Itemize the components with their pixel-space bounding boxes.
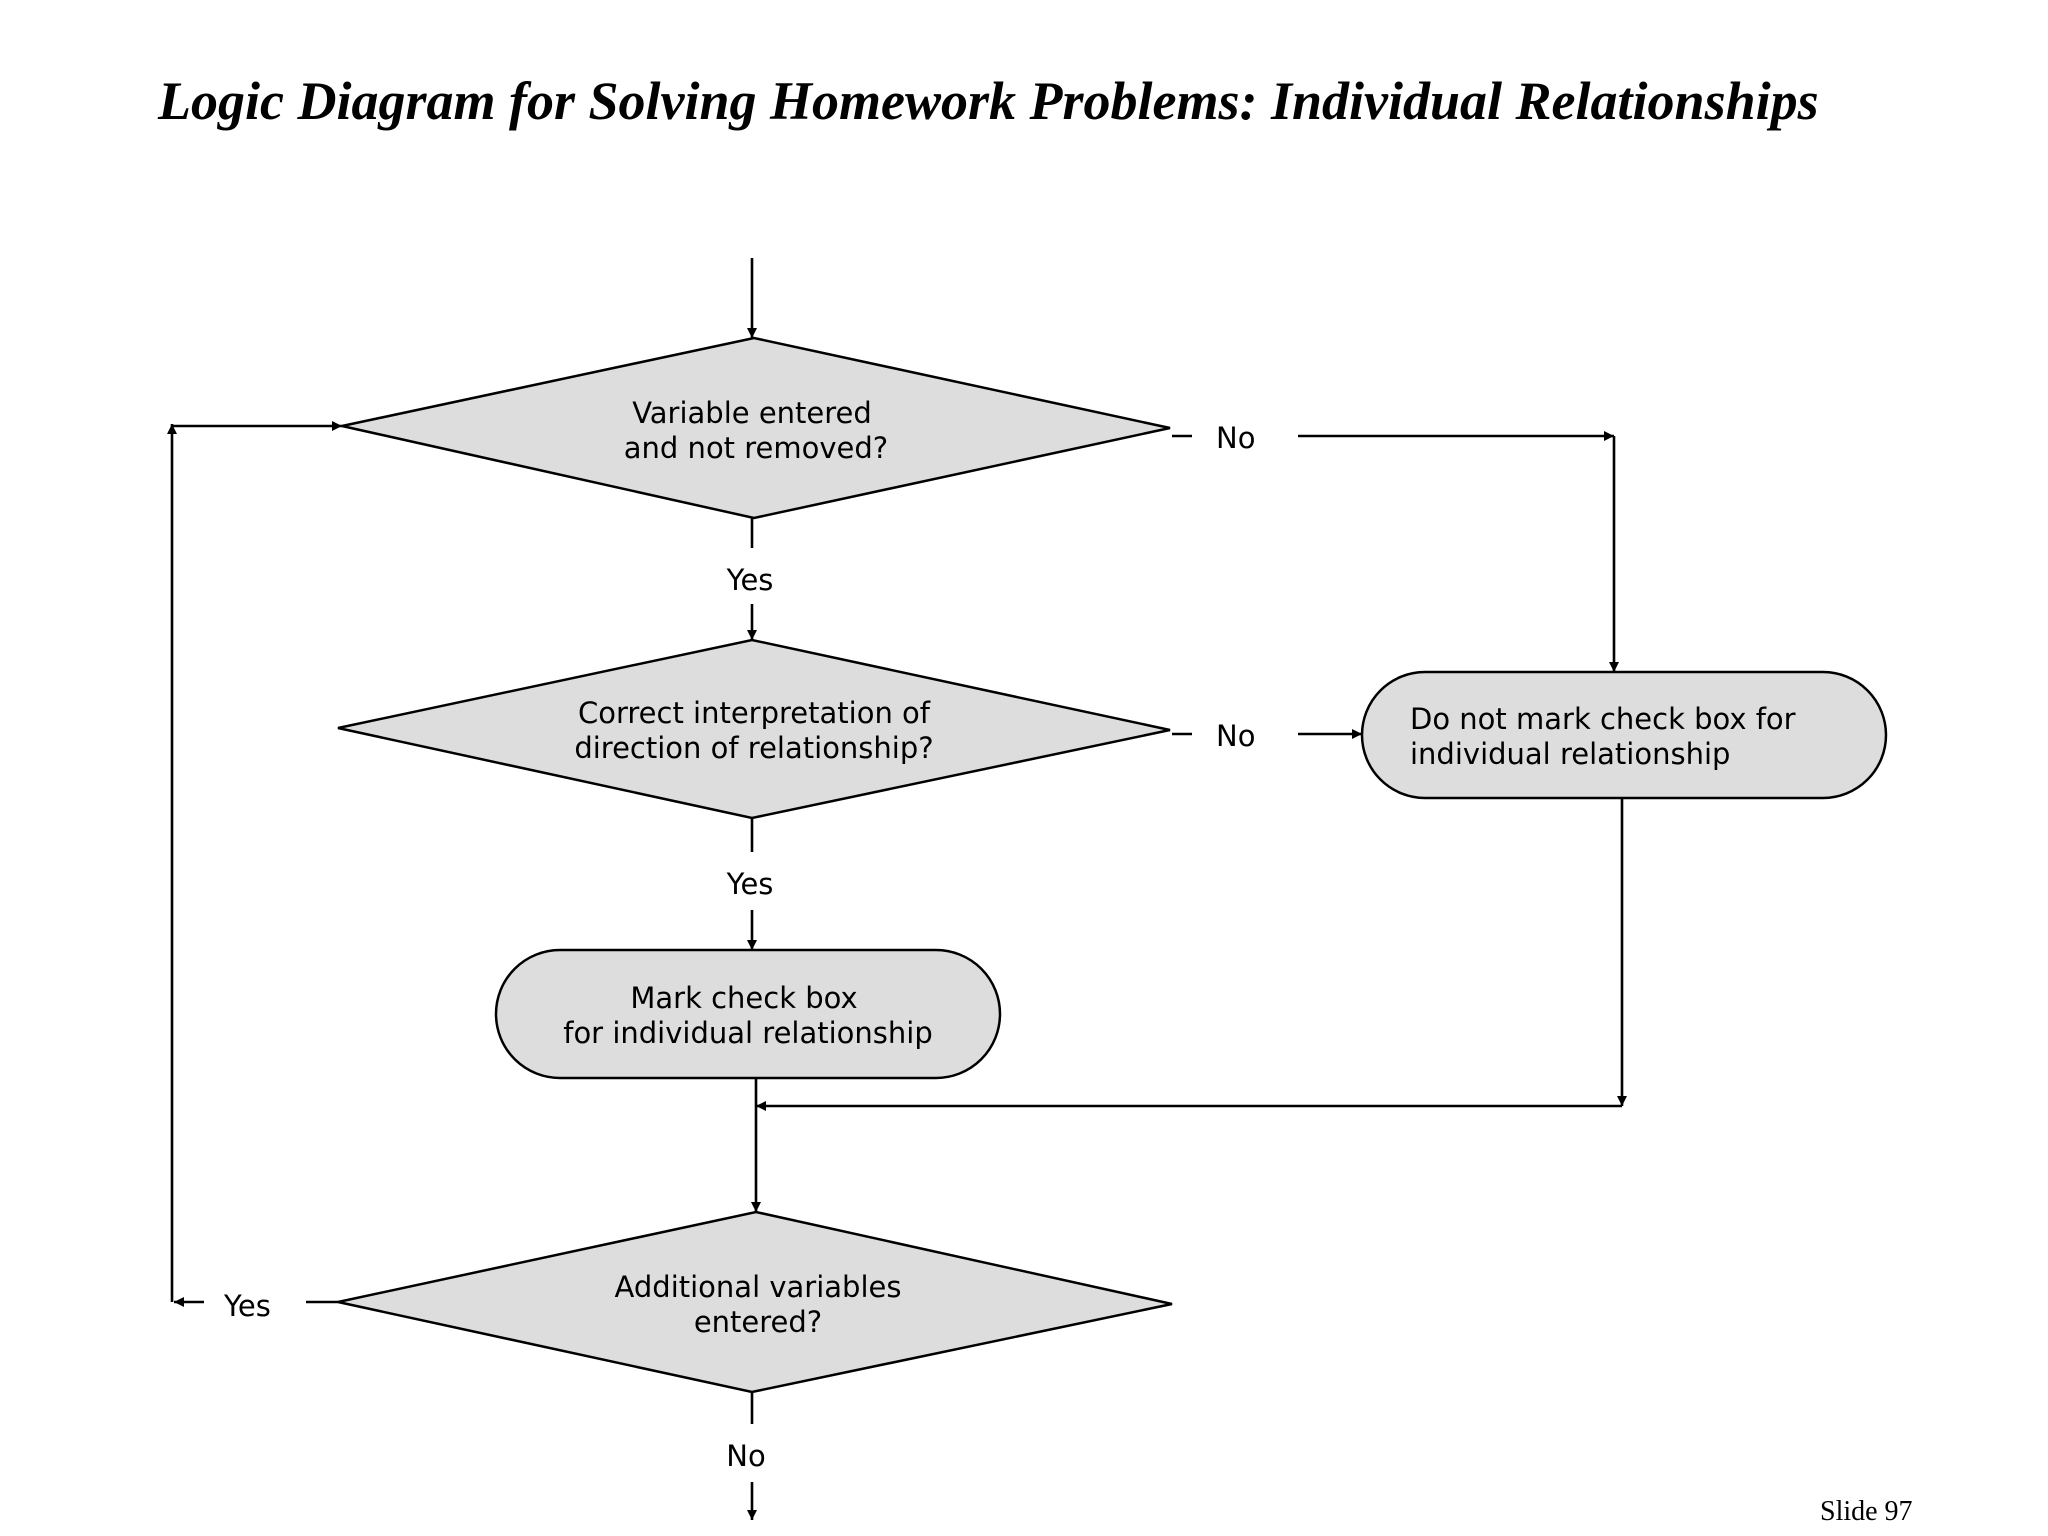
decision-additional-variables-shape [337, 1210, 1173, 1394]
label-d2-yes: Yes [726, 867, 774, 901]
decision-correct-interpretation-line2: direction of relationship? [574, 731, 933, 765]
slide-number: Slide 97 [1820, 1496, 1913, 1527]
decision-variable-entered-line1: Variable entered [632, 396, 872, 430]
decision-correct-interpretation-shape [337, 638, 1171, 820]
decision-additional-variables-line1: Additional variables [615, 1270, 902, 1304]
decision-correct-interpretation-line1: Correct interpretation of [578, 696, 931, 730]
decision-correct-interpretation: Correct interpretation of direction of r… [337, 638, 1171, 820]
decision-additional-variables: Additional variables entered? [337, 1210, 1173, 1394]
terminal-do-not-mark-line2: individual relationship [1410, 737, 1730, 771]
slide-title: Logic Diagram for Solving Homework Probl… [158, 71, 1819, 131]
decision-variable-entered: Variable entered and not removed? [341, 336, 1171, 520]
decision-additional-variables-line2: entered? [694, 1305, 822, 1339]
terminal-mark-check-box-line1: Mark check box [630, 981, 857, 1015]
terminal-do-not-mark-line1: Do not mark check box for [1410, 702, 1796, 736]
decision-variable-entered-shape [341, 336, 1171, 520]
label-d2-no: No [1216, 719, 1255, 753]
label-d1-yes: Yes [726, 563, 774, 597]
label-d3-yes: Yes [223, 1289, 271, 1323]
label-d3-no: No [726, 1439, 765, 1473]
decision-variable-entered-line2: and not removed? [624, 431, 888, 465]
terminal-mark-check-box-shape [494, 948, 1002, 1080]
terminal-do-not-mark-shape [1360, 670, 1888, 800]
label-d1-no: No [1216, 421, 1255, 455]
terminal-do-not-mark: Do not mark check box for individual rel… [1360, 670, 1888, 800]
terminal-mark-check-box-line2: for individual relationship [563, 1016, 933, 1050]
terminal-mark-check-box: Mark check box for individual relationsh… [494, 948, 1002, 1080]
